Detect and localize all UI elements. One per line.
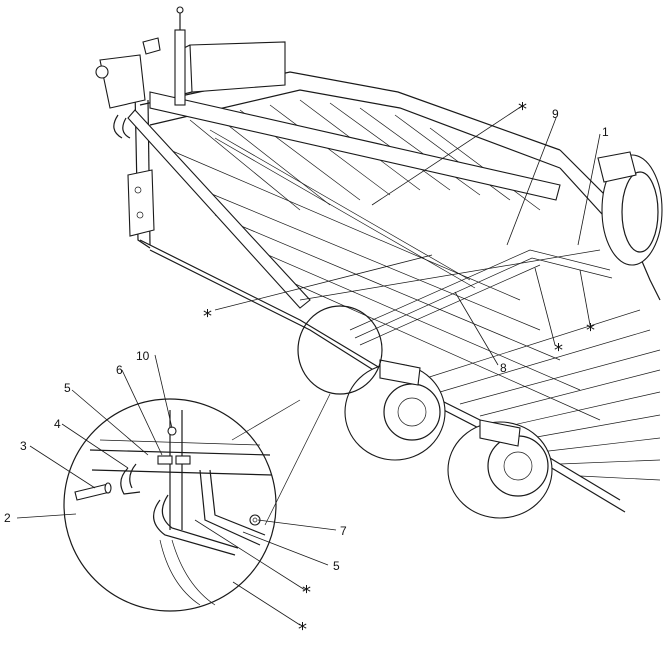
callout-8: 8 bbox=[500, 361, 507, 375]
callout-5-bottom: 5 bbox=[333, 559, 340, 573]
asterisk-mark-upper: * bbox=[518, 99, 527, 120]
asterisk-mark-left: * bbox=[203, 306, 212, 327]
callout-7: 7 bbox=[340, 524, 347, 538]
callout-6: 6 bbox=[116, 363, 123, 377]
detail-zoom-circle bbox=[63, 398, 277, 612]
trailer-frame bbox=[127, 41, 661, 513]
hitch-coupler bbox=[95, 37, 161, 139]
jack-stand bbox=[174, 6, 186, 106]
callout-9: 9 bbox=[552, 107, 559, 121]
asterisk-marks: * * * * * * bbox=[203, 99, 595, 640]
spare-wheel bbox=[597, 151, 663, 266]
asterisk-mark-right: * bbox=[586, 320, 595, 341]
asterisk-mark-center: * bbox=[554, 340, 563, 361]
wheel-rear bbox=[447, 421, 553, 519]
callout-1: 1 bbox=[602, 125, 609, 139]
callout-2: 2 bbox=[4, 511, 11, 525]
callout-10: 10 bbox=[136, 349, 150, 363]
callout-5-top: 5 bbox=[64, 381, 71, 395]
asterisk-mark-detail-lower: * bbox=[298, 619, 307, 640]
callout-4: 4 bbox=[54, 417, 61, 431]
leader-lines bbox=[16, 105, 601, 626]
axle-hanger bbox=[379, 359, 521, 447]
front-panel-bracket bbox=[127, 169, 155, 237]
callout-3: 3 bbox=[20, 439, 27, 453]
asterisk-mark-detail-upper: * bbox=[302, 582, 311, 603]
callout-labels: 1 9 8 10 6 5 4 3 2 7 5 bbox=[4, 107, 609, 573]
